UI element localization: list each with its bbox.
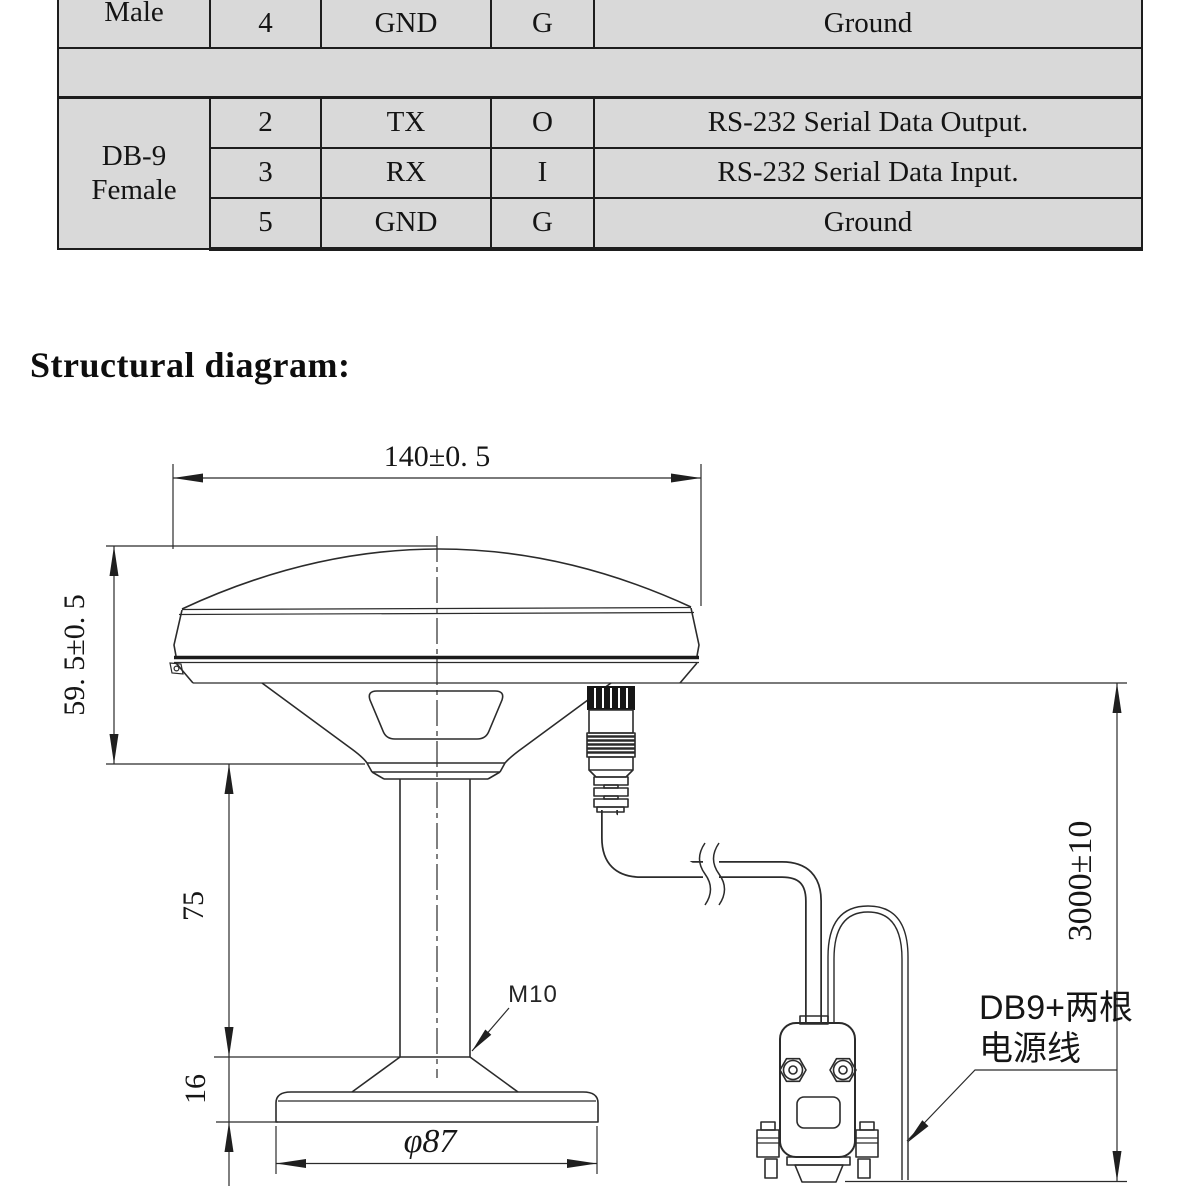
dimension-width: 140±0. 5: [172, 440, 702, 606]
table-row-male-gnd: Male 4 GND G Ground: [57, 0, 1143, 49]
cable-note-line1: DB9+两根: [979, 989, 1133, 1027]
section-heading: Structural diagram:: [30, 345, 351, 385]
io-cell: G: [490, 0, 595, 49]
dim-cable-length-label: 3000±10: [1062, 821, 1099, 942]
signal-cell: TX: [320, 96, 492, 149]
power-wires: [827, 905, 909, 1180]
thread-callout: M10: [471, 981, 558, 1052]
dim-width-label: 140±0. 5: [384, 440, 490, 473]
spacer-cell: [57, 47, 1143, 99]
cable-note-callout: DB9+两根 电源线: [906, 989, 1133, 1143]
antenna-mount: [261, 536, 612, 1123]
connector-female-cell: DB-9 Female: [57, 96, 211, 250]
table-spacer-row: [57, 47, 1143, 99]
pin-table: Male 4 GND G Ground DB-9 Female 2 TX O R…: [57, 0, 1143, 251]
pin-cell: 3: [209, 147, 322, 199]
signal-cell: RX: [320, 147, 492, 199]
dim-pole-label: 75: [177, 891, 210, 921]
table-row-female-gnd: 5 GND G Ground: [58, 197, 1143, 251]
pin-cell: 5: [209, 197, 322, 251]
description-cell: Ground: [593, 0, 1143, 49]
description-cell: RS-232 Serial Data Input.: [593, 147, 1143, 199]
dim-base-height-label: 16: [179, 1074, 212, 1104]
antenna-cable: [601, 810, 822, 1024]
thread-label: M10: [508, 981, 558, 1008]
signal-cell: GND: [320, 0, 492, 49]
dimension-pole-and-base: 75 16: [177, 764, 400, 1186]
dimension-base-diameter: φ87: [275, 1123, 598, 1174]
dimension-cable-length: 3000±10: [193, 682, 1127, 1183]
pin-cell: 4: [209, 0, 322, 49]
connector-male-label: Male: [104, 0, 164, 28]
antenna-dome: [169, 548, 700, 684]
description-cell: Ground: [593, 197, 1143, 251]
dim-dome-height-label: 59. 5±0. 5: [58, 594, 91, 715]
table-row-female-rx: 3 RX I RS-232 Serial Data Input.: [58, 147, 1143, 199]
io-cell: G: [490, 197, 595, 251]
io-cell: O: [490, 96, 595, 149]
db9-connector: [756, 1015, 879, 1183]
tnc-connector: [586, 686, 636, 813]
signal-cell: GND: [320, 197, 492, 251]
description-cell: RS-232 Serial Data Output.: [593, 96, 1143, 149]
pin-cell: 2: [209, 96, 322, 149]
dimension-dome-height: 59. 5±0. 5: [58, 545, 437, 765]
io-cell: I: [490, 147, 595, 199]
table-row-female-tx: DB-9 Female 2 TX O RS-232 Serial Data Ou…: [57, 96, 1143, 250]
cable-note-line2: 电源线: [979, 1030, 1081, 1068]
connector-male-cell: Male: [57, 0, 211, 49]
dim-base-diameter-label: φ87: [404, 1123, 459, 1160]
